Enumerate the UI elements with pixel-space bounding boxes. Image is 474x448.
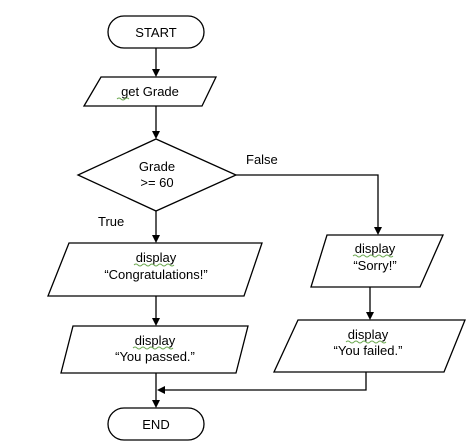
display-failed-line1: display	[348, 327, 389, 342]
arrowhead	[366, 312, 374, 320]
spellcheck-underline	[116, 97, 130, 101]
true-label: True	[98, 214, 124, 229]
arrowhead	[152, 400, 160, 408]
spellcheck-underline	[352, 254, 394, 258]
edge-false	[236, 174, 379, 228]
spellcheck-underline	[345, 340, 387, 344]
display-congrats-line1: display	[136, 250, 177, 265]
input-node: get Grade	[82, 76, 218, 107]
arrowhead	[152, 318, 160, 326]
input-label: get Grade	[121, 84, 179, 99]
display-passed-line2: “You passed.”	[115, 349, 195, 364]
display-sorry-line1: display	[355, 241, 396, 256]
display-congrats-node: display “Congratulations!”	[47, 242, 263, 297]
display-congrats-line2: “Congratulations!”	[104, 267, 207, 282]
end-label: END	[142, 417, 169, 432]
display-sorry-line2: “Sorry!”	[353, 258, 396, 273]
arrowhead	[152, 131, 160, 139]
display-passed-node: display “You passed.”	[60, 325, 249, 374]
spellcheck-underline	[133, 263, 175, 267]
arrowhead	[157, 386, 165, 394]
display-sorry-node: display “Sorry!”	[310, 234, 444, 288]
decision-line1: Grade	[139, 159, 175, 174]
arrowhead	[152, 235, 160, 243]
decision-node: Grade >= 60	[76, 138, 238, 212]
start-label: START	[135, 25, 176, 40]
display-passed-line1: display	[135, 333, 176, 348]
end-node: END	[107, 407, 205, 441]
false-label: False	[246, 152, 278, 167]
arrowhead	[152, 69, 160, 77]
spellcheck-underline	[132, 346, 174, 350]
start-node: START	[107, 15, 205, 49]
display-failed-node: display “You failed.”	[272, 319, 466, 373]
arrowhead	[374, 227, 382, 235]
display-failed-line2: “You failed.”	[334, 343, 403, 358]
edge-failed-to-merge	[164, 372, 367, 391]
decision-line2: >= 60	[140, 175, 173, 190]
